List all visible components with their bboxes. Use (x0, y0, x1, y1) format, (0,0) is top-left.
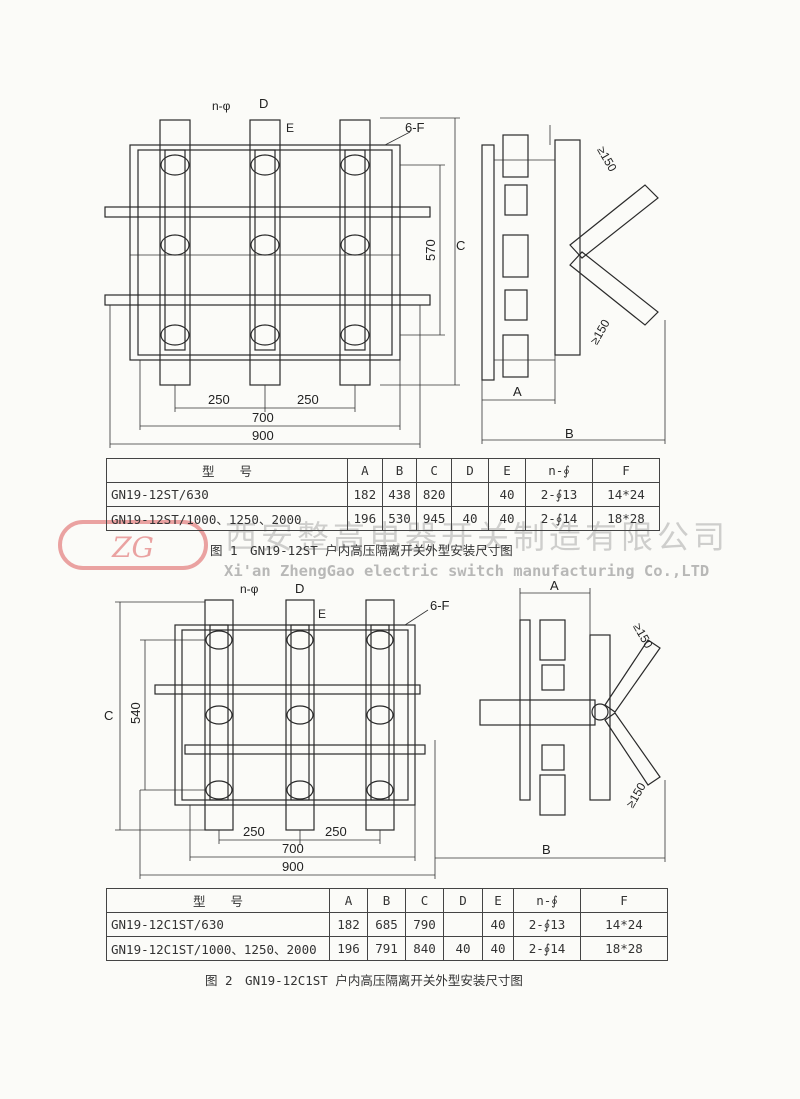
cell-f: 18*28 (580, 936, 668, 961)
cell-e: 40 (482, 936, 514, 961)
table-row: GN19-12C1ST/630 182 685 790 40 2-∮13 14*… (106, 912, 668, 937)
dim-250: 250 (325, 824, 347, 839)
cell-f: 14*24 (592, 482, 660, 507)
label-n-phi: n-φ (240, 582, 259, 596)
cell-d: 40 (451, 506, 489, 531)
cell-d (451, 482, 489, 507)
cell-b: 685 (367, 912, 406, 937)
cell-c: 790 (405, 912, 444, 937)
dim-570: 570 (423, 239, 438, 261)
cell-b: 791 (367, 936, 406, 961)
label-d: D (259, 96, 268, 111)
cell-c: 945 (416, 506, 452, 531)
header-b: B (381, 458, 418, 483)
cell-e: 40 (488, 482, 526, 507)
header-e: E (488, 458, 526, 483)
header-f: F (580, 888, 668, 913)
pole-column (365, 599, 395, 831)
dim-250: 250 (208, 392, 230, 407)
dim-250: 250 (297, 392, 319, 407)
header-f: F (592, 458, 660, 483)
pole-column (285, 599, 315, 831)
dim-900: 900 (282, 859, 304, 874)
header-e: E (482, 888, 514, 913)
figure1-dimension-table: 型 号 A B C D E n-∮ F GN19-12ST/630 182 43… (106, 458, 660, 531)
dim-b: B (565, 426, 574, 441)
header-b: B (367, 888, 406, 913)
cell-model: GN19-12ST/1000、1250、2000 (106, 506, 348, 531)
header-a: A (347, 458, 383, 483)
label-d: D (295, 581, 304, 596)
label-n-phi: n-φ (212, 99, 231, 113)
dim-ge150-top: ≥150 (594, 144, 620, 174)
dim-250: 250 (243, 824, 265, 839)
cell-n-phi: 2-∮13 (525, 482, 593, 507)
figure2-side-view: ≥150 ≥150 A B (435, 578, 666, 862)
dim-ge150-bottom: ≥150 (587, 317, 613, 347)
pole-column (204, 599, 234, 831)
dim-b: B (542, 842, 551, 857)
table-row: GN19-12ST/1000、1250、2000 196 530 945 40 … (106, 506, 660, 531)
label-6-f: 6-F (405, 120, 425, 135)
table-header-row: 型 号 A B C D E n-∮ F (106, 458, 660, 483)
cell-a: 182 (329, 912, 368, 937)
label-e: E (318, 607, 326, 621)
dim-c: C (456, 238, 465, 253)
pole-column (249, 119, 281, 386)
table-header-row: 型 号 A B C D E n-∮ F (106, 888, 668, 913)
cell-b: 530 (381, 506, 418, 531)
cell-model: GN19-12ST/630 (106, 482, 348, 507)
cell-model: GN19-12C1ST/630 (106, 912, 330, 937)
header-a: A (329, 888, 368, 913)
header-d: D (451, 458, 489, 483)
label-e: E (286, 121, 294, 135)
watermark-company-en: Xi'an ZhengGao electric switch manufactu… (224, 562, 710, 580)
figure2-front-view: n-φ D E 6-F 540 C 250 250 700 900 (104, 581, 450, 879)
dim-ge150-top: ≥150 (630, 621, 656, 651)
header-c: C (416, 458, 452, 483)
header-model: 型 号 (106, 888, 330, 913)
pole-column (159, 119, 191, 386)
table-row: GN19-12C1ST/1000、1250、2000 196 791 840 4… (106, 936, 668, 961)
cell-e: 40 (482, 912, 514, 937)
cell-n-phi: 2-∮14 (525, 506, 593, 531)
cell-a: 196 (347, 506, 383, 531)
table-row: GN19-12ST/630 182 438 820 40 2-∮13 14*24 (106, 482, 660, 507)
dim-700: 700 (282, 841, 304, 856)
figure2-dimension-table: 型 号 A B C D E n-∮ F GN19-12C1ST/630 182 … (106, 888, 668, 961)
dim-700: 700 (252, 410, 274, 425)
cell-f: 14*24 (580, 912, 668, 937)
figure1-side-view: ≥150 ≥150 A B (481, 125, 666, 444)
figure1-front-view: n-φ D E 6-F 570 C 250 250 700 900 (104, 96, 465, 448)
dim-a: A (513, 384, 522, 399)
label-6-f: 6-F (430, 598, 450, 613)
cell-d (443, 912, 483, 937)
pole-column (339, 119, 371, 386)
header-c: C (405, 888, 444, 913)
header-model: 型 号 (106, 458, 348, 483)
cell-b: 438 (381, 482, 418, 507)
dim-900: 900 (252, 428, 274, 443)
cell-e: 40 (488, 506, 526, 531)
cell-f: 18*28 (592, 506, 660, 531)
cell-a: 196 (329, 936, 368, 961)
dim-ge150-bottom: ≥150 (623, 780, 649, 810)
header-d: D (443, 888, 483, 913)
dim-540: 540 (128, 702, 143, 724)
dim-c: C (104, 708, 113, 723)
figure1-caption: 图 1 GN19-12ST 户内高压隔离开关外型安装尺寸图 (210, 543, 513, 558)
cell-model: GN19-12C1ST/1000、1250、2000 (106, 936, 330, 961)
cell-d: 40 (443, 936, 483, 961)
cell-c: 840 (405, 936, 444, 961)
cell-c: 820 (416, 482, 452, 507)
figure2-caption: 图 2 GN19-12C1ST 户内高压隔离开关外型安装尺寸图 (205, 973, 523, 988)
cell-n-phi: 2-∮13 (513, 912, 581, 937)
header-n-phi: n-∮ (513, 888, 581, 913)
cell-a: 182 (347, 482, 383, 507)
dim-a: A (550, 578, 559, 593)
cell-n-phi: 2-∮14 (513, 936, 581, 961)
header-n-phi: n-∮ (525, 458, 593, 483)
